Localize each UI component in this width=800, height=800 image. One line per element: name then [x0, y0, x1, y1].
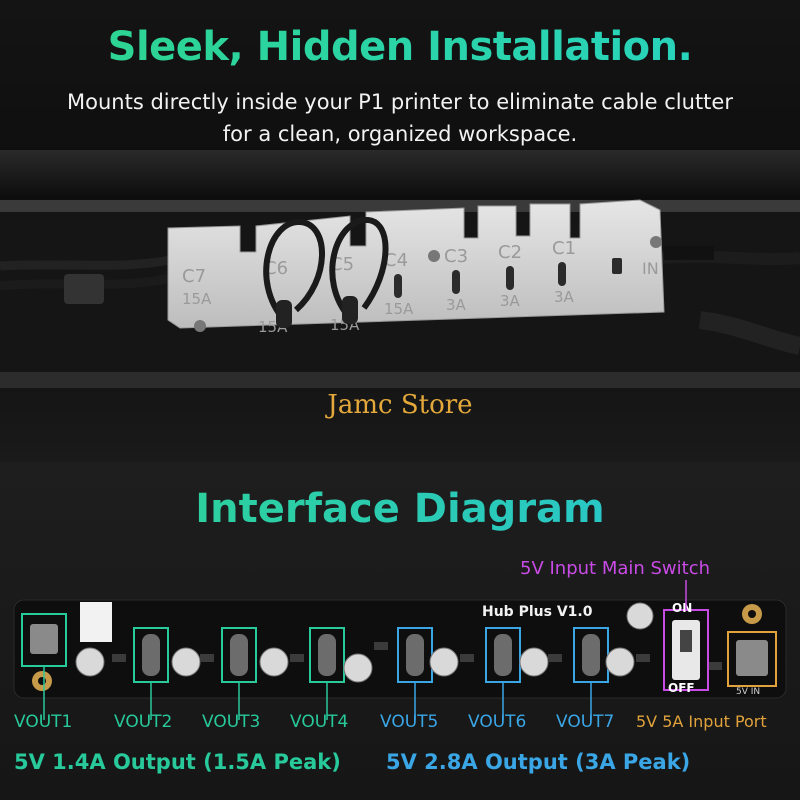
installation-subtitle: Mounts directly inside your P1 printer t… — [0, 86, 800, 150]
switch-on-label: ON — [672, 601, 692, 615]
capacitor-icon — [519, 647, 549, 677]
frame-rail-bottom — [0, 372, 800, 388]
pcb-board-diagram: Hub Plus V1.0 ON OFF 5V IN — [13, 580, 787, 720]
capacitor-icon — [626, 602, 654, 630]
vout-labels: VOUT1 VOUT2 VOUT3 VOUT4 VOUT5 VOUT6 VOUT… — [0, 712, 800, 742]
looped-cable-2 — [329, 216, 389, 320]
capacitor-icon — [171, 647, 201, 677]
vout1-port — [30, 624, 58, 654]
vout2-label: VOUT2 — [114, 712, 173, 732]
vout1-label: VOUT1 — [14, 712, 73, 732]
capacitor-icon — [75, 647, 105, 677]
vout7-label: VOUT7 — [556, 712, 615, 732]
vout5-label: VOUT5 — [380, 712, 439, 732]
frame-rail-top — [0, 150, 800, 198]
input-port — [736, 640, 768, 676]
input-port-label: 5V 5A Input Port — [636, 712, 767, 731]
switch-off-label: OFF — [668, 681, 695, 695]
vout4-port — [318, 634, 336, 676]
installation-title: Sleek, Hidden Installation. — [0, 24, 800, 70]
vout2-port — [142, 634, 160, 676]
low-power-spec: 5V 1.4A Output (1.5A Peak) — [14, 750, 341, 774]
port-id-c3: C3 — [444, 246, 468, 267]
port-in-label: IN — [642, 259, 659, 278]
usb-plug-1 — [276, 300, 292, 328]
board-name: Hub Plus V1.0 — [482, 604, 593, 620]
usb-c-port-c3 — [452, 270, 460, 294]
vout3-port — [230, 634, 248, 676]
main-switch-label: 5V Input Main Switch — [520, 558, 711, 579]
cable-left — [0, 255, 171, 271]
vout6-port — [494, 634, 512, 676]
installation-photo: C7 15A C6 15A C5 15A C4 15A C3 3A C2 3A … — [0, 150, 800, 388]
port-id-c2: C2 — [498, 242, 522, 263]
screw-icon — [650, 236, 662, 248]
diagram-title: Interface Diagram — [0, 486, 800, 532]
port-amp-c3: 3A — [446, 296, 467, 314]
usb-plug-2 — [342, 296, 358, 324]
vout4-label: VOUT4 — [290, 712, 349, 732]
port-id-c6: C6 — [264, 258, 288, 279]
input-silk-label: 5V IN — [736, 687, 760, 697]
vout5-port — [406, 634, 424, 676]
looped-cable-1 — [263, 219, 325, 322]
port-amp-c4: 15A — [384, 300, 414, 318]
cable-right-2 — [698, 311, 800, 355]
usb-c-port-c4 — [394, 274, 402, 298]
screw-icon — [428, 250, 440, 262]
screw-icon — [194, 320, 206, 332]
installation-section: Sleek, Hidden Installation. Mounts direc… — [0, 0, 800, 462]
capacitor-icon — [429, 647, 459, 677]
capacitor-icon — [259, 647, 289, 677]
usb-c-port-c2 — [506, 266, 514, 290]
cable-clip — [64, 274, 104, 304]
vout3-label: VOUT3 — [202, 712, 261, 732]
port-amp-c7: 15A — [182, 290, 212, 308]
high-power-spec: 5V 2.8A Output (3A Peak) — [386, 750, 691, 774]
port-id-c7: C7 — [182, 266, 206, 287]
input-port-highlight — [727, 631, 777, 687]
interface-diagram-section: Interface Diagram 5V Input Main Switch — [0, 462, 800, 800]
port-id-c1: C1 — [552, 238, 576, 259]
port-amp-c2: 3A — [500, 292, 521, 310]
vout6-label: VOUT6 — [468, 712, 527, 732]
store-watermark: Jamc Store — [327, 390, 473, 420]
input-switch-photo — [612, 258, 622, 274]
subtitle-line-2: for a clean, organized workspace. — [222, 122, 578, 146]
capacitor-icon — [343, 653, 373, 683]
subtitle-line-1: Mounts directly inside your P1 printer t… — [67, 90, 733, 114]
capacitor-icon — [605, 647, 635, 677]
usb-c-port-c1 — [558, 262, 566, 286]
pcb-white-pad — [80, 602, 112, 642]
main-switch-toggle — [680, 630, 692, 652]
port-amp-c1: 3A — [554, 288, 575, 306]
input-cable-plug — [664, 246, 714, 260]
port-id-c4: C4 — [384, 250, 408, 271]
vout7-port — [582, 634, 600, 676]
